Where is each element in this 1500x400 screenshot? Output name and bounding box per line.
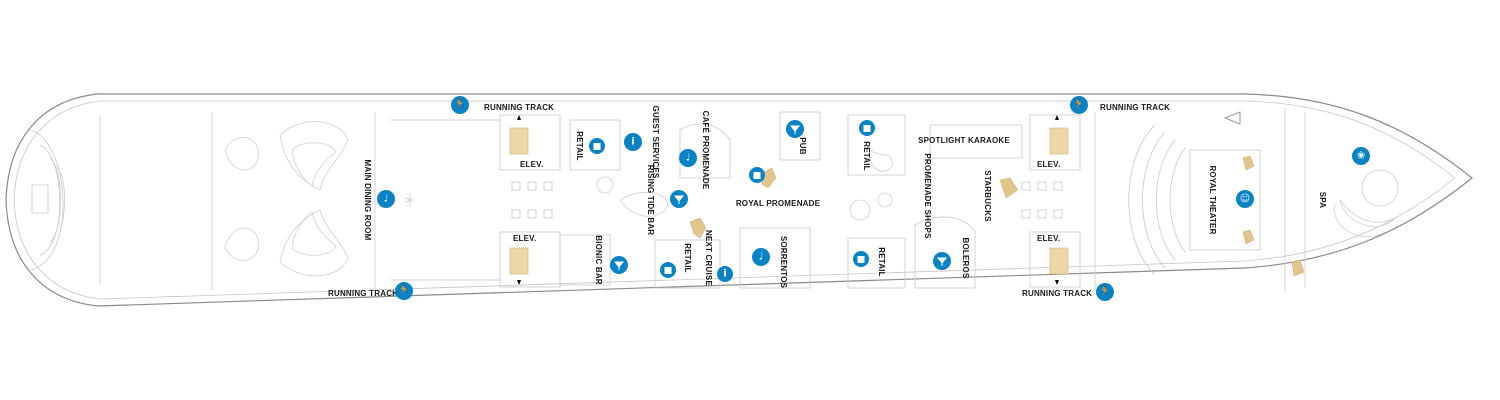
running-icon[interactable]: 🏃 [1070, 96, 1088, 114]
aft-seating-area [29, 112, 213, 290]
label-next-cruise: NEXT CRUISE [704, 230, 713, 286]
stairs-6 [1291, 259, 1305, 277]
fork-knife-icon[interactable]: ♩ [752, 248, 770, 266]
label-running-track-bottom-left: RUNNING TRACK [328, 289, 398, 298]
label-bionic-bar: BIONIC BAR [594, 235, 603, 285]
label-elev-top-left: ELEV. [520, 160, 543, 169]
label-elev-bottom-left: ELEV. [513, 234, 536, 243]
label-royal-promenade: ROYAL PROMENADE [736, 199, 821, 208]
svg-text:♩: ♩ [759, 252, 764, 263]
elevator-bottom-left [509, 247, 529, 285]
svg-text:♩: ♩ [384, 194, 389, 205]
info-icon[interactable]: i [717, 266, 733, 282]
label-cafe-promenade: CAFÉ PROMENADE [701, 111, 710, 190]
label-retail-1: RETAIL [575, 131, 584, 161]
svg-text:🏃: 🏃 [454, 98, 466, 111]
spa-icon[interactable]: ❀ [1352, 147, 1370, 165]
label-promenade-shops: PROMENADE SHOPS [923, 153, 932, 239]
label-running-track-top-right: RUNNING TRACK [1100, 103, 1170, 112]
label-elev-top-right: ELEV. [1037, 160, 1060, 169]
cocktail-icon[interactable] [933, 252, 951, 270]
label-elev-bottom-right: ELEV. [1037, 234, 1060, 243]
label-guest-services: GUEST SERVICES [651, 106, 660, 179]
cocktail-icon[interactable] [786, 120, 804, 138]
fork-knife-icon[interactable]: ♩ [377, 190, 395, 208]
running-icon[interactable]: 🏃 [451, 96, 469, 114]
shopping-bag-icon[interactable] [660, 262, 676, 278]
shopping-bag-icon[interactable] [853, 251, 869, 267]
ship-hull [5, 93, 1473, 307]
svg-text:♩: ♩ [686, 153, 691, 164]
label-spa: SPA [1318, 192, 1327, 208]
elevator-top-right [1049, 115, 1069, 155]
royal-theater-area [1094, 108, 1286, 292]
label-retail-4: RETAIL [877, 247, 886, 277]
promenade-walls [499, 111, 1081, 289]
spa-area [1304, 112, 1399, 288]
label-boleros: BOLEROS [961, 238, 970, 279]
label-spotlight-karaoke: SPOTLIGHT KARAOKE [918, 136, 1010, 145]
stairs-1 [761, 167, 777, 189]
stairs-5 [1242, 229, 1255, 245]
svg-text:🏃: 🏃 [1099, 285, 1111, 298]
shopping-bag-icon[interactable] [749, 167, 765, 183]
label-rising-tide-bar: RISING TIDE BAR [646, 165, 655, 236]
svg-text:🏃: 🏃 [1073, 98, 1085, 111]
cocktail-icon[interactable] [670, 190, 688, 208]
label-running-track-bottom-right: RUNNING TRACK [1022, 289, 1092, 298]
svg-text:i: i [631, 137, 634, 148]
shopping-bag-icon[interactable] [589, 138, 605, 154]
label-main-dining-room: MAIN DINING ROOM [363, 160, 372, 241]
stairs-3 [999, 177, 1019, 199]
stairs-2 [689, 217, 707, 239]
label-running-track-top-left: RUNNING TRACK [484, 103, 554, 112]
elevator-top-left [509, 115, 529, 155]
label-retail-2: RETAIL [862, 141, 871, 171]
main-dining-room-area [224, 112, 500, 290]
ship-hull-inner [13, 100, 1456, 300]
fork-knife-icon[interactable]: ♩ [679, 149, 697, 167]
stairs-4 [1242, 155, 1255, 171]
label-sorrentos: SORRENTOS [779, 236, 788, 289]
label-royal-theater: ROYAL THEATER [1208, 165, 1217, 234]
svg-text:❀: ❀ [1357, 151, 1365, 162]
label-starbucks: STARBUCKS [983, 170, 992, 222]
theater-masks-icon[interactable]: ☺ [1236, 190, 1254, 208]
info-icon[interactable]: i [624, 133, 642, 151]
cocktail-icon[interactable] [610, 256, 628, 274]
label-retail-3: RETAIL [683, 243, 692, 273]
svg-text:☺: ☺ [1240, 194, 1250, 205]
running-icon[interactable]: 🏃 [395, 282, 413, 300]
svg-text:i: i [723, 269, 726, 280]
svg-text:🏃: 🏃 [398, 284, 410, 297]
label-pub: PUB [798, 137, 807, 155]
running-icon[interactable]: 🏃 [1096, 283, 1114, 301]
shopping-bag-icon[interactable] [859, 120, 875, 136]
elevator-bottom-right [1049, 247, 1069, 285]
